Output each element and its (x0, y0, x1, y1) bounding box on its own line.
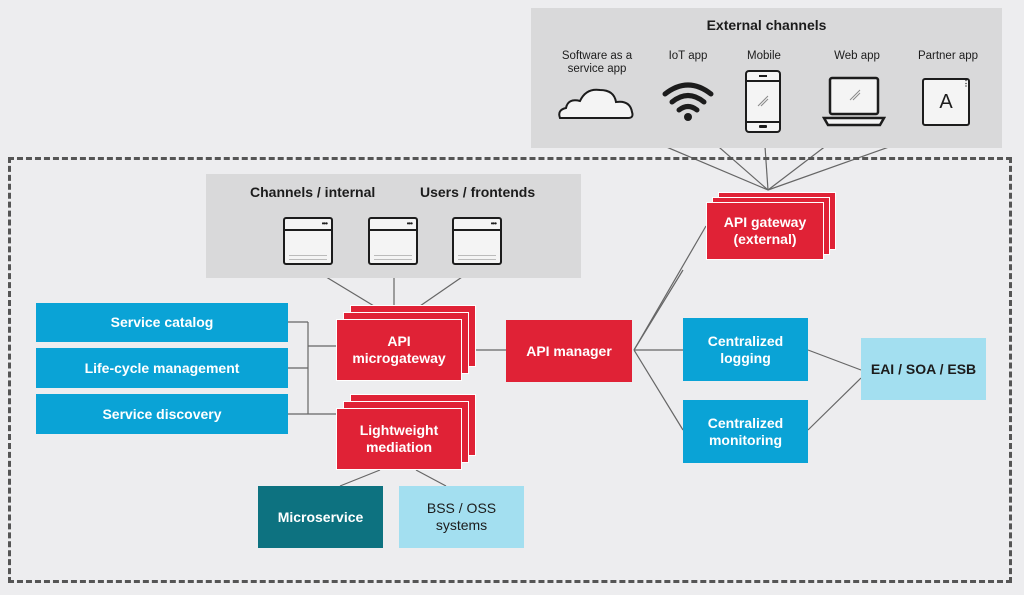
api-manager-box: API manager (506, 320, 632, 382)
channel-label-web: Web app (834, 50, 880, 62)
channel-label-partner: Partner app (917, 50, 979, 62)
lifecycle-management-box: Life-cycle management (36, 348, 288, 388)
cloud-icon (558, 88, 634, 119)
api-microgateway-box: API microgateway (336, 319, 462, 381)
bss-oss-systems-box: BSS / OSS systems (399, 486, 524, 548)
api-gateway-external-box: API gateway (external) (706, 202, 824, 260)
browser-window-icon: ••• (452, 217, 502, 265)
browser-window-icon: ••• (283, 217, 333, 265)
partner-app-icon: ⋮ A (922, 78, 970, 126)
channel-label-iot: IoT app (668, 50, 708, 62)
internal-channels-title: Channels / internal (250, 184, 376, 200)
browser-window-icon: ••• (368, 217, 418, 265)
centralized-logging-box: Centralized logging (683, 318, 808, 381)
platform-boundary (8, 157, 1012, 583)
channel-label-saas: Software as a service app (561, 50, 633, 75)
laptop-icon (822, 76, 886, 127)
mobile-phone-icon (745, 70, 781, 133)
channel-label-mobile: Mobile (747, 50, 781, 62)
service-catalog-box: Service catalog (36, 303, 288, 342)
external-channels-title: External channels (706, 17, 827, 33)
users-frontends-title: Users / frontends (420, 184, 536, 200)
partner-app-glyph: A (939, 91, 953, 113)
microservice-box: Microservice (258, 486, 383, 548)
eai-soa-esb-box: EAI / SOA / ESB (861, 338, 986, 400)
wifi-icon (662, 82, 714, 121)
centralized-monitoring-box: Centralized monitoring (683, 400, 808, 463)
service-discovery-box: Service discovery (36, 394, 288, 434)
lightweight-mediation-box: Lightweight mediation (336, 408, 462, 470)
